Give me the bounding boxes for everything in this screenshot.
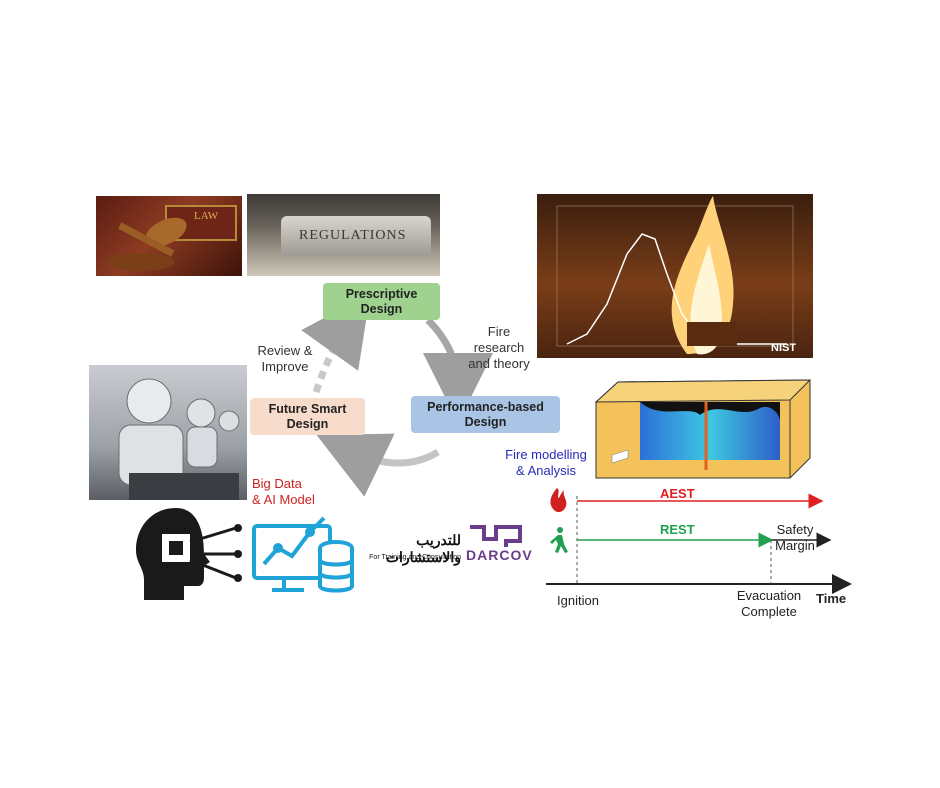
future-smart-design-box: Future Smart Design xyxy=(250,398,365,435)
rest-label: REST xyxy=(660,522,695,537)
time-axis-label: Time xyxy=(816,591,846,606)
arrow-future-to-prescriptive xyxy=(316,322,350,392)
fire-modelling-label: Fire modelling & Analysis xyxy=(496,447,596,479)
safety-margin-label: Safety Margin xyxy=(768,522,822,554)
review-improve-label: Review & Improve xyxy=(251,343,319,375)
darcov-english-text: For Training and Consultation xyxy=(361,554,461,561)
darcov-logo-mark: DARCOV xyxy=(466,523,524,569)
ignition-label: Ignition xyxy=(548,593,608,609)
arrow-prescriptive-to-performance xyxy=(428,320,458,388)
arrow-performance-to-future xyxy=(348,450,438,463)
darcov-brand-text: DARCOV xyxy=(466,547,524,563)
performance-based-design-box: Performance-based Design xyxy=(411,396,560,433)
aest-label: AEST xyxy=(660,486,695,501)
big-data-label: Big Data & AI Model xyxy=(252,476,334,508)
evacuation-complete-label: Evacuation Complete xyxy=(724,588,814,620)
fire-research-label: Fire research and theory xyxy=(461,324,537,372)
prescriptive-design-box: Prescriptive Design xyxy=(323,283,440,320)
